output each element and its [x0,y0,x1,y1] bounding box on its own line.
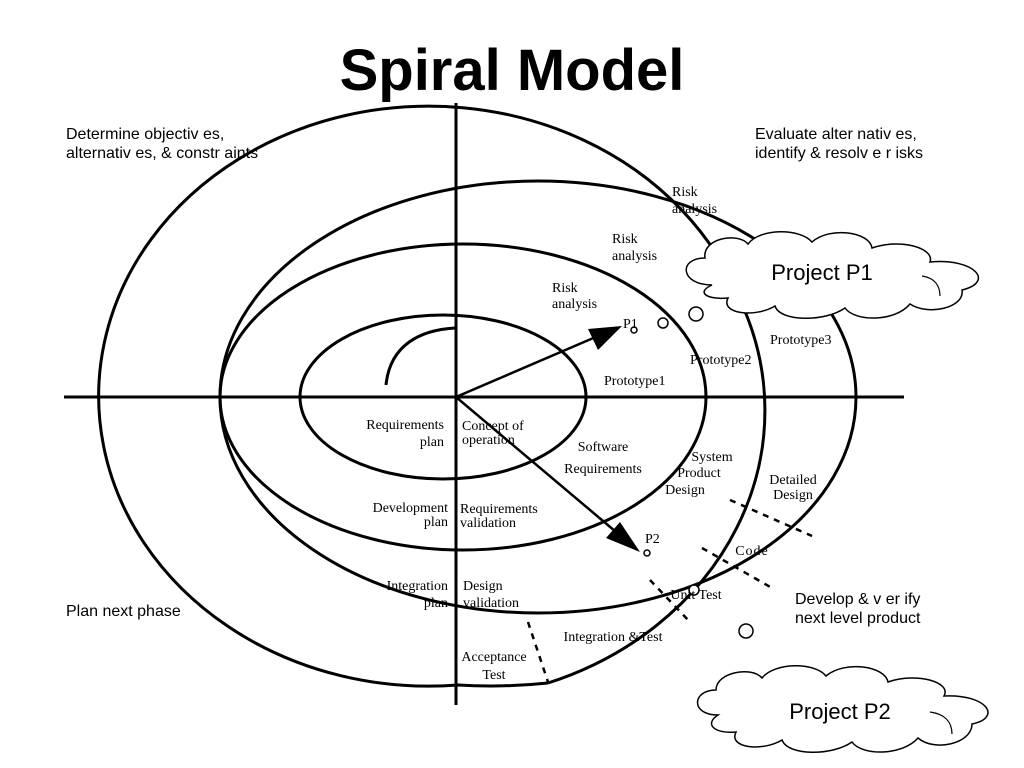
validation-labels: Concept of operation Requirements valida… [460,419,538,683]
phase-label: Requirements [564,462,642,477]
marker-p1: P1 [623,317,638,332]
phase-label: Code [735,544,769,559]
quadrant-text: Develop & v er ify [795,591,920,608]
plan-label: plan [424,596,448,611]
plan-label: Integration [387,579,448,594]
quadrant-text: alternativ es, & constr aints [66,145,258,162]
risk-label: Risk [612,232,638,247]
prototype-labels: Prototype1 Prototype2 Prototype3 [604,333,831,389]
validation-label: validation [460,516,516,531]
p2-dot [643,549,651,557]
risk-label: analysis [612,249,657,264]
phase-label: Unit Test [670,588,721,603]
prototype-label: Prototype3 [770,333,831,348]
spiral-loop-outer [97,104,742,688]
validation-label: operation [462,433,515,448]
arrow-p2 [455,396,640,552]
phase-label: Software [578,440,629,455]
marker-p2: P2 [645,532,660,547]
phase-label: Product [677,466,721,481]
cloud-label-p1: Project P1 [771,260,873,285]
plan-label: plan [424,515,448,530]
validation-label: validation [463,596,519,611]
bubble-circle [738,623,754,639]
validation-label: Requirements [460,502,538,517]
risk-label: Risk [672,185,698,200]
quadrant-top-left: Determine objectiv es, alternativ es, & … [66,126,258,162]
risk-label: Risk [552,281,578,296]
prototype-label: Prototype2 [690,353,751,368]
validation-label: Test [482,668,505,683]
plan-label: Development [373,501,449,516]
phase-label: Design [773,488,813,503]
quadrant-bottom-right: Develop & v er ify next level product [795,591,921,627]
phase-labels: Software Requirements System Product Des… [564,440,817,645]
quadrant-bottom-left: Plan next phase [66,603,181,620]
phase-separators [526,498,813,683]
phase-label: Integration &Test [564,630,663,645]
p1-dot [630,326,638,334]
prototype-label: Prototype1 [604,374,665,389]
cloud-project-p1: Project P1 [685,231,980,319]
phase-label: Design [665,483,705,498]
quadrant-text: next level product [795,610,921,627]
quadrant-text: Evaluate alter nativ es, [755,126,917,143]
page-title: Spiral Model [340,38,685,103]
bubbles [630,306,754,639]
arrow-p1 [455,326,622,399]
spiral-loop-outer-right [547,299,767,685]
validation-label: Acceptance [461,650,526,665]
plan-label: Requirements [366,418,444,433]
risk-analysis-labels: Risk analysis Risk analysis Risk analysi… [552,185,717,312]
bubble-circle [688,306,704,322]
validation-label: Design [463,579,503,594]
quadrant-text: Plan next phase [66,603,181,620]
risk-label: analysis [552,297,597,312]
spiral-start-arc [384,326,456,386]
bubble-circle [657,317,669,329]
phase-label: Detailed [769,473,816,488]
cloud-project-p2: Project P2 [696,665,989,753]
plan-labels: Requirements plan Development plan Integ… [366,418,448,611]
bubble-circle [688,584,700,596]
plan-label: plan [420,435,444,450]
quadrant-text: Determine objectiv es, [66,126,224,143]
phase-label: System [691,450,732,465]
risk-label: analysis [672,202,717,217]
cloud-label-p2: Project P2 [789,699,891,724]
quadrant-top-right: Evaluate alter nativ es, identify & reso… [755,126,923,162]
validation-label: Concept of [462,419,524,434]
quadrant-text: identify & resolv e r isks [755,145,923,162]
